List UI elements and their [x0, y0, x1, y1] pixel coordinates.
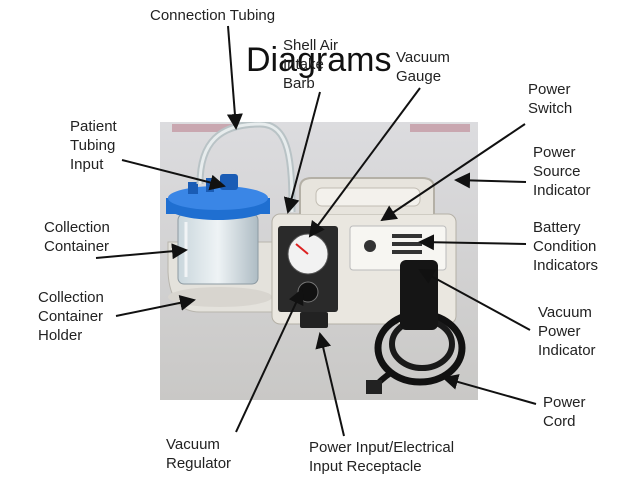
arrow-power-switch — [380, 123, 526, 222]
arrow-collection-container — [95, 243, 188, 260]
arrow-vacuum-gauge — [308, 87, 421, 238]
arrow-shell-air-intake — [283, 91, 321, 214]
label-connection-tubing: Connection Tubing — [150, 7, 276, 24]
arrow-vacuum-regulator — [235, 288, 304, 433]
arrow-power-cord — [442, 374, 537, 405]
label-power-source-indicator: Power Source Indicator — [533, 144, 591, 199]
label-vacuum-regulator: Vacuum Regulator — [166, 436, 232, 472]
label-collection-container-holder: Collection Container Holder — [38, 289, 104, 344]
label-battery-condition-indicators: Battery Condition Indicators — [533, 219, 599, 274]
label-collection-container: Collection Container — [44, 219, 110, 255]
label-vacuum-gauge: Vacuum Gauge — [396, 49, 450, 85]
arrow-connection-tubing — [226, 25, 243, 130]
label-patient-tubing-input: Patient Tubing Input — [70, 118, 117, 173]
arrow-container-holder — [115, 294, 196, 317]
arrow-patient-tubing — [121, 159, 226, 191]
label-power-cord: Power Cord — [543, 394, 586, 430]
arrow-vacuum-power — [418, 269, 531, 331]
label-power-input-receptacle: Power Input/Electrical Input Receptacle — [309, 439, 455, 475]
page-title: Diagrams — [246, 41, 392, 79]
label-vacuum-power-indicator: Vacuum Power Indicator — [538, 304, 596, 359]
arrow-power-input — [315, 332, 345, 437]
label-shell-air-intake-barb: Shell Air Intake Barb — [283, 37, 339, 92]
arrow-power-source — [454, 172, 527, 189]
arrow-battery-condition — [418, 234, 527, 251]
label-power-switch: Power Switch — [528, 81, 573, 117]
